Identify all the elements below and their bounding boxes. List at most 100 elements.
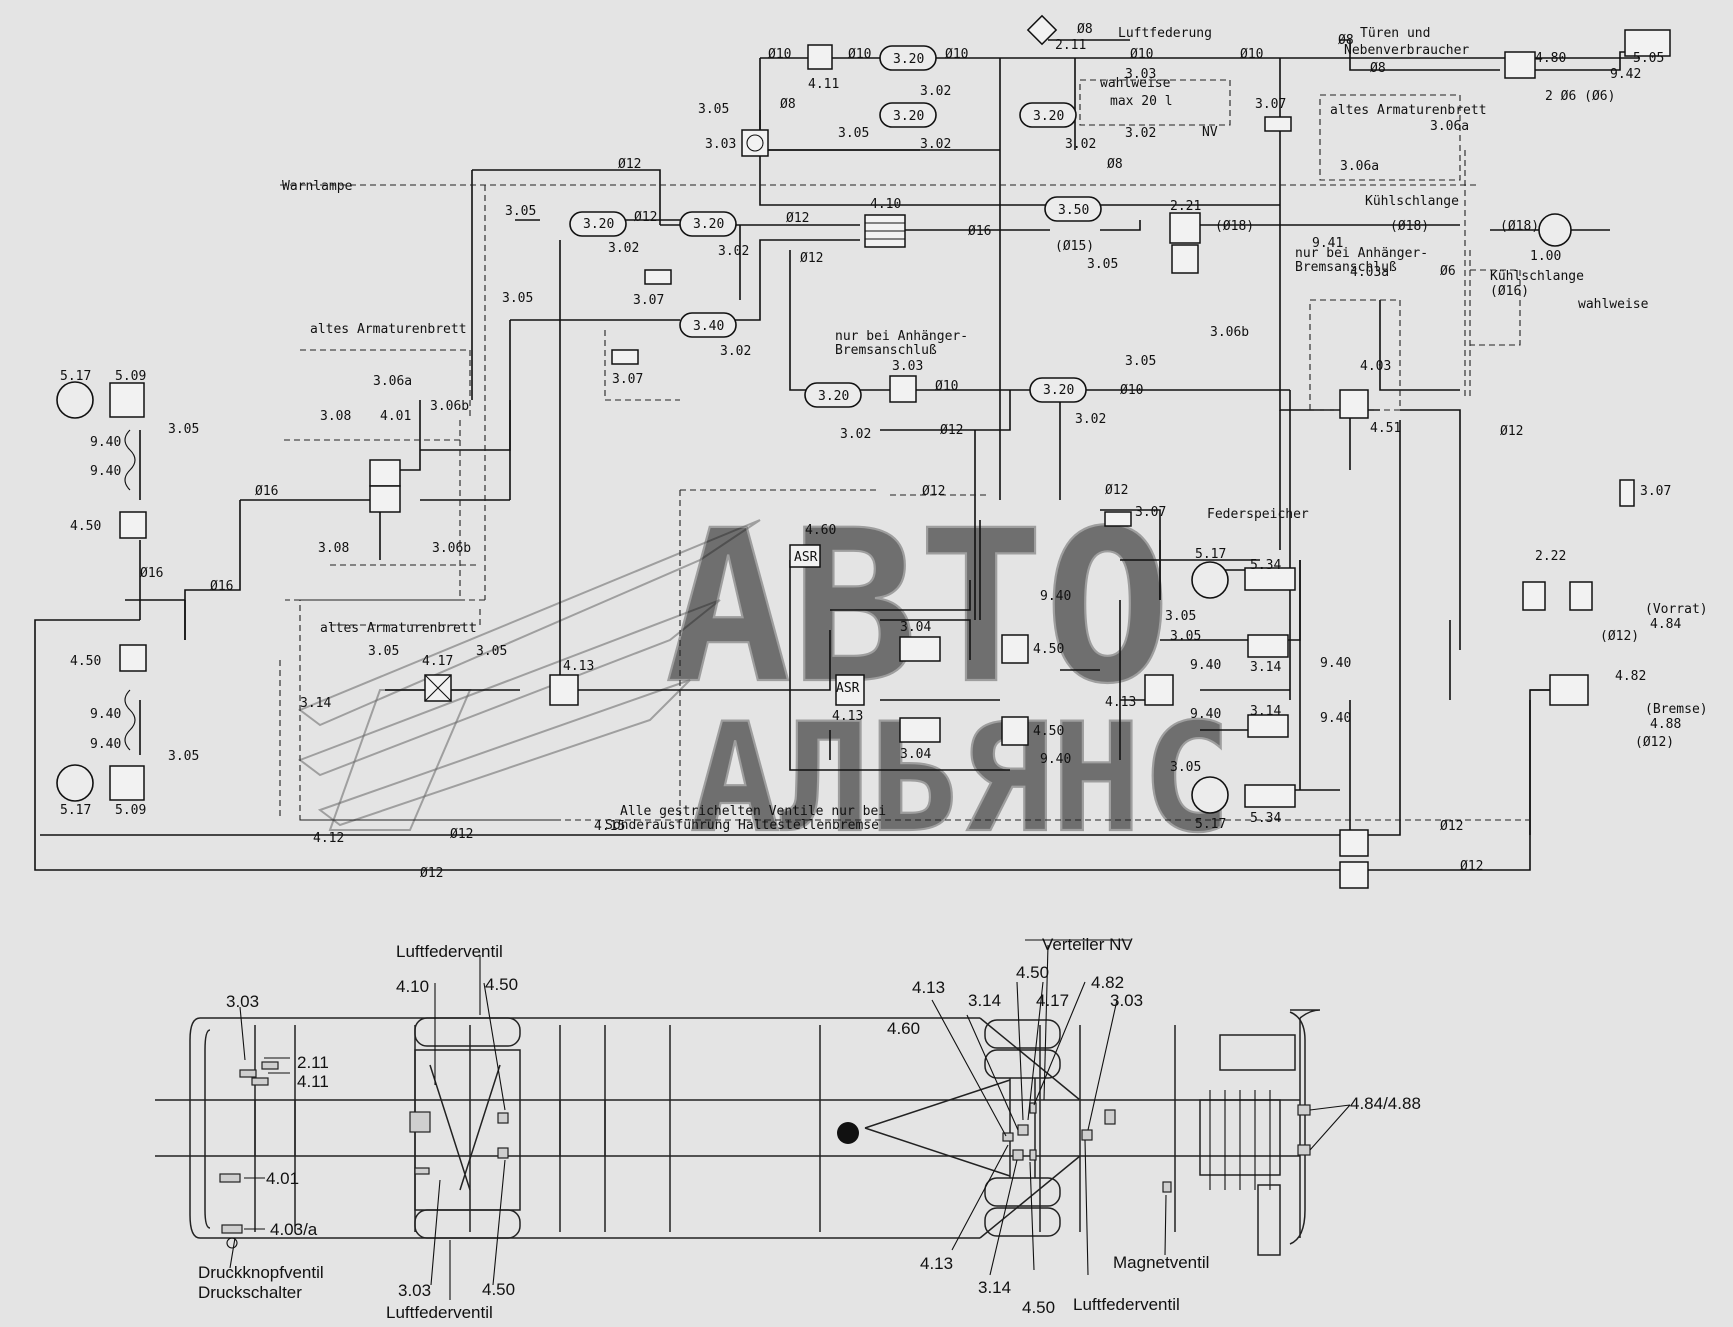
label-wahlweise-right: wahlweise (1578, 297, 1649, 312)
label-asr-top: ASR (794, 550, 818, 565)
label-max20: max 20 l (1110, 94, 1173, 109)
pipe-d12-l: Ø12 (450, 827, 473, 842)
chassis-4-84-4-88: 4.84/4.88 (1350, 1094, 1421, 1113)
label-altes-armaturenbrett-bottom: altes Armaturenbrett (320, 621, 477, 636)
num-3-40: 3.40 (693, 319, 724, 334)
label-bremse: (Bremse) (1645, 702, 1708, 717)
label-luftfederung: Luftfederung (1118, 26, 1212, 41)
pipe-d6-a: Ø6 (1440, 264, 1456, 279)
num-4-50-l-top: 4.50 (70, 519, 101, 534)
label-warnlampe: Warnlampe (282, 179, 353, 194)
num-3-08-b: 3.08 (318, 541, 349, 556)
num-5-17-r-bottom: 5.17 (1195, 817, 1226, 832)
label-kuhlschlange-right: Kühlschlange (1490, 269, 1584, 284)
num-3-20-b: 3.20 (893, 109, 924, 124)
num-3-02-a: 3.02 (920, 84, 951, 99)
tank-3-20-c (1019, 102, 1077, 128)
pipe-d12-k: Ø12 (420, 866, 443, 881)
num-2-11: 2.11 (1055, 38, 1086, 53)
num-9-40-c: 9.40 (90, 707, 121, 722)
pipe-d10-e: Ø10 (1240, 47, 1263, 62)
num-2-22: 2.22 (1535, 549, 1566, 564)
pipe-d10-a: Ø10 (768, 47, 791, 62)
chassis-4-82: 4.82 (1091, 973, 1124, 992)
num-3-07-c: 3.07 (1255, 97, 1286, 112)
pipe-d15: (Ø15) (1055, 239, 1094, 254)
chassis-druckschalter: Druckschalter (198, 1283, 302, 1302)
chassis-luftfederventil-bottom: Luftfederventil (386, 1303, 493, 1322)
filter-2-11 (1026, 14, 1058, 46)
label-asr-bottom: ASR (836, 681, 860, 696)
chassis-4-50-bottom-left: 4.50 (482, 1280, 515, 1299)
num-1-00: 1.00 (1530, 249, 1561, 264)
num-5-17-tl: 5.17 (60, 369, 91, 384)
tank-3-20-d (569, 211, 627, 237)
switch-bottom-b (1339, 861, 1369, 889)
num-4-50-l-bottom: 4.50 (70, 654, 101, 669)
num-4-13-left: 4.13 (563, 659, 594, 674)
num-3-06b-left: 3.06b (430, 399, 469, 414)
valve-4-50-left-bottom (119, 644, 147, 672)
num-3-05-m: 3.05 (1170, 760, 1201, 775)
valve-4-60 (789, 544, 821, 568)
valve-3-04-a (899, 636, 941, 662)
chassis-druckknopfventil: Druckknopfventil (198, 1263, 324, 1282)
pipe-d18-c: (Ø18) (1500, 219, 1539, 234)
chassis-4-50-top-left: 4.50 (485, 975, 518, 994)
pipe-d10-f: Ø10 (935, 379, 958, 394)
pipe-d8-e: Ø8 (1107, 157, 1123, 172)
dryer-2-21-body (1171, 244, 1199, 274)
num-4-84: 4.84 (1650, 617, 1681, 632)
chassis-3-14-top: 3.14 (968, 991, 1001, 1010)
num-4-15: 4.15 (594, 819, 625, 834)
cylinder-5-34-top (1244, 567, 1296, 591)
valve-4-13-mid (835, 674, 865, 706)
pipe-d10-c: Ø10 (945, 47, 968, 62)
label-note-1: Alle gestrichelten Ventile nur bei (620, 804, 886, 819)
pipe-d16-d: Ø16 (210, 579, 233, 594)
pipe-d18-a: (Ø18) (1215, 219, 1254, 234)
label-altes-armaturenbrett-right: altes Armaturenbrett (1330, 103, 1487, 118)
num-4-82: 4.82 (1615, 669, 1646, 684)
pipe-d12-b: Ø12 (634, 210, 657, 225)
num-5-09-tl: 5.09 (115, 369, 146, 384)
chassis-4-60: 4.60 (887, 1019, 920, 1038)
num-4-10: 4.10 (870, 197, 901, 212)
watermark-line1: АВТО (665, 485, 1171, 730)
pipe-d12-i: Ø12 (1440, 819, 1463, 834)
chassis-4-11: 4.11 (297, 1072, 329, 1091)
chassis-4-03a: 4.03/a (270, 1220, 318, 1239)
chamber-5-17-top (56, 381, 94, 419)
num-3-20-e: 3.20 (693, 217, 724, 232)
num-9-40-h: 9.40 (1190, 707, 1221, 722)
num-5-05: 5.05 (1633, 51, 1664, 66)
num-3-20-g: 3.20 (1043, 383, 1074, 398)
label-nur-bei-anhanger-2: Bremsanschluß (835, 343, 937, 358)
num-3-05-b: 3.05 (838, 126, 869, 141)
valve-4-80 (1504, 51, 1536, 79)
pipe-d16-b: Ø16 (255, 484, 278, 499)
num-4-03: 4.03 (1360, 359, 1391, 374)
num-3-05-l: 3.05 (1170, 629, 1201, 644)
schematic-labels: Luftfederung Türen und Nebenverbraucher … (60, 22, 1708, 881)
num-3-05-c: 3.05 (505, 204, 536, 219)
valve-2-22-b (1569, 581, 1593, 611)
num-5-17-bl: 5.17 (60, 803, 91, 818)
chassis-2-11: 2.11 (297, 1053, 329, 1072)
pipe-d16p: (Ø16) (1490, 284, 1529, 299)
num-4-13-mid: 4.13 (832, 709, 863, 724)
chassis-labels: Luftfederventil 3.03 2.11 4.11 4.10 4.50… (198, 935, 1421, 1322)
num-3-14-a: 3.14 (1250, 660, 1281, 675)
chassis-luftfederventil-top: Luftfederventil (396, 942, 503, 961)
valve-4-50-b (1001, 716, 1029, 746)
num-9-40-d: 9.40 (90, 737, 121, 752)
pipe-d12p-b: (Ø12) (1635, 735, 1674, 750)
label-altes-armaturenbrett-left: altes Armaturenbrett (310, 322, 467, 337)
valve-3-14-a (1247, 634, 1289, 658)
pipe-d12p-a: (Ø12) (1600, 629, 1639, 644)
num-3-20-c: 3.20 (1033, 109, 1064, 124)
chassis-luftfederventil-right: Luftfederventil (1073, 1295, 1180, 1314)
pipe-d16-c: Ø16 (140, 566, 163, 581)
pneumatic-lines (34, 39, 1640, 871)
